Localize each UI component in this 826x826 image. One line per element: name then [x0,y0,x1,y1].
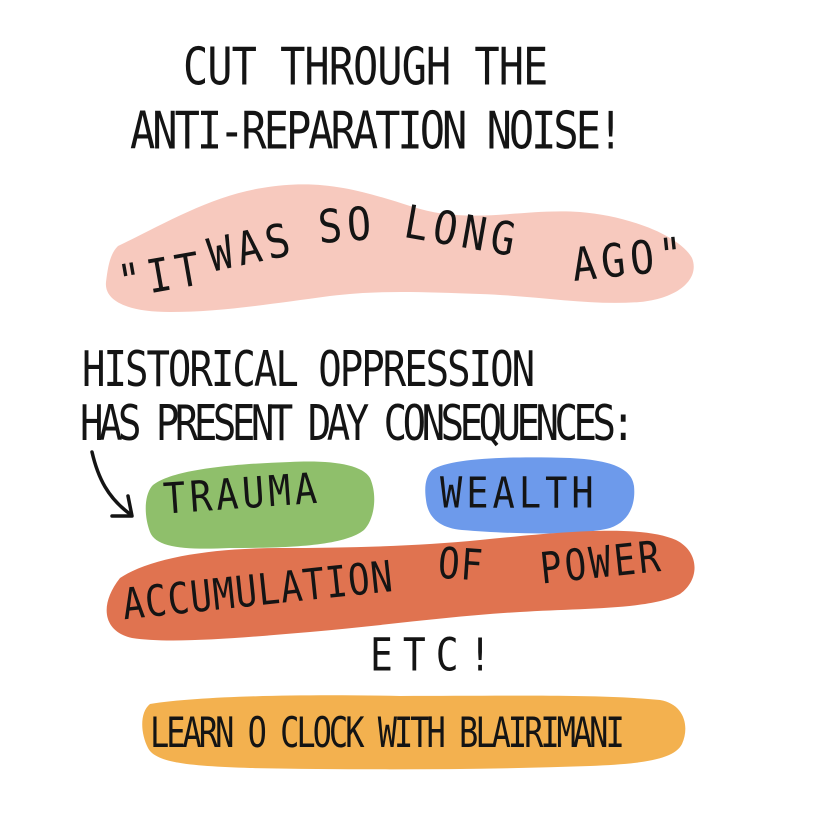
curved-arrow-down-right-icon [90,450,134,518]
headline-line-2: ANTI-REPARATION NOISE! [130,101,623,161]
etc-label: ETC! [370,628,502,682]
headline-line-1: CUT THROUGH THE [183,37,548,97]
statement-line-1: HISTORICAL OPPRESSION [82,342,535,399]
wealth-highlight [425,457,635,534]
footer-label: LEARN O CLOCK WITH BLAIRIMANI [150,708,625,758]
footer-highlight [142,695,686,770]
trauma-label: TRAUMA [161,463,323,524]
statement-line-2: HAS PRESENT DAY CONSEQUENCES: [80,396,635,453]
wealth-label: WEALTH [440,468,598,518]
power-highlight [106,530,695,641]
quote-word: SO [316,197,378,255]
quote-highlight [105,184,694,312]
power-word: OF [436,539,486,592]
quote-word: AGO" [569,227,691,293]
trauma-highlight [145,461,375,549]
